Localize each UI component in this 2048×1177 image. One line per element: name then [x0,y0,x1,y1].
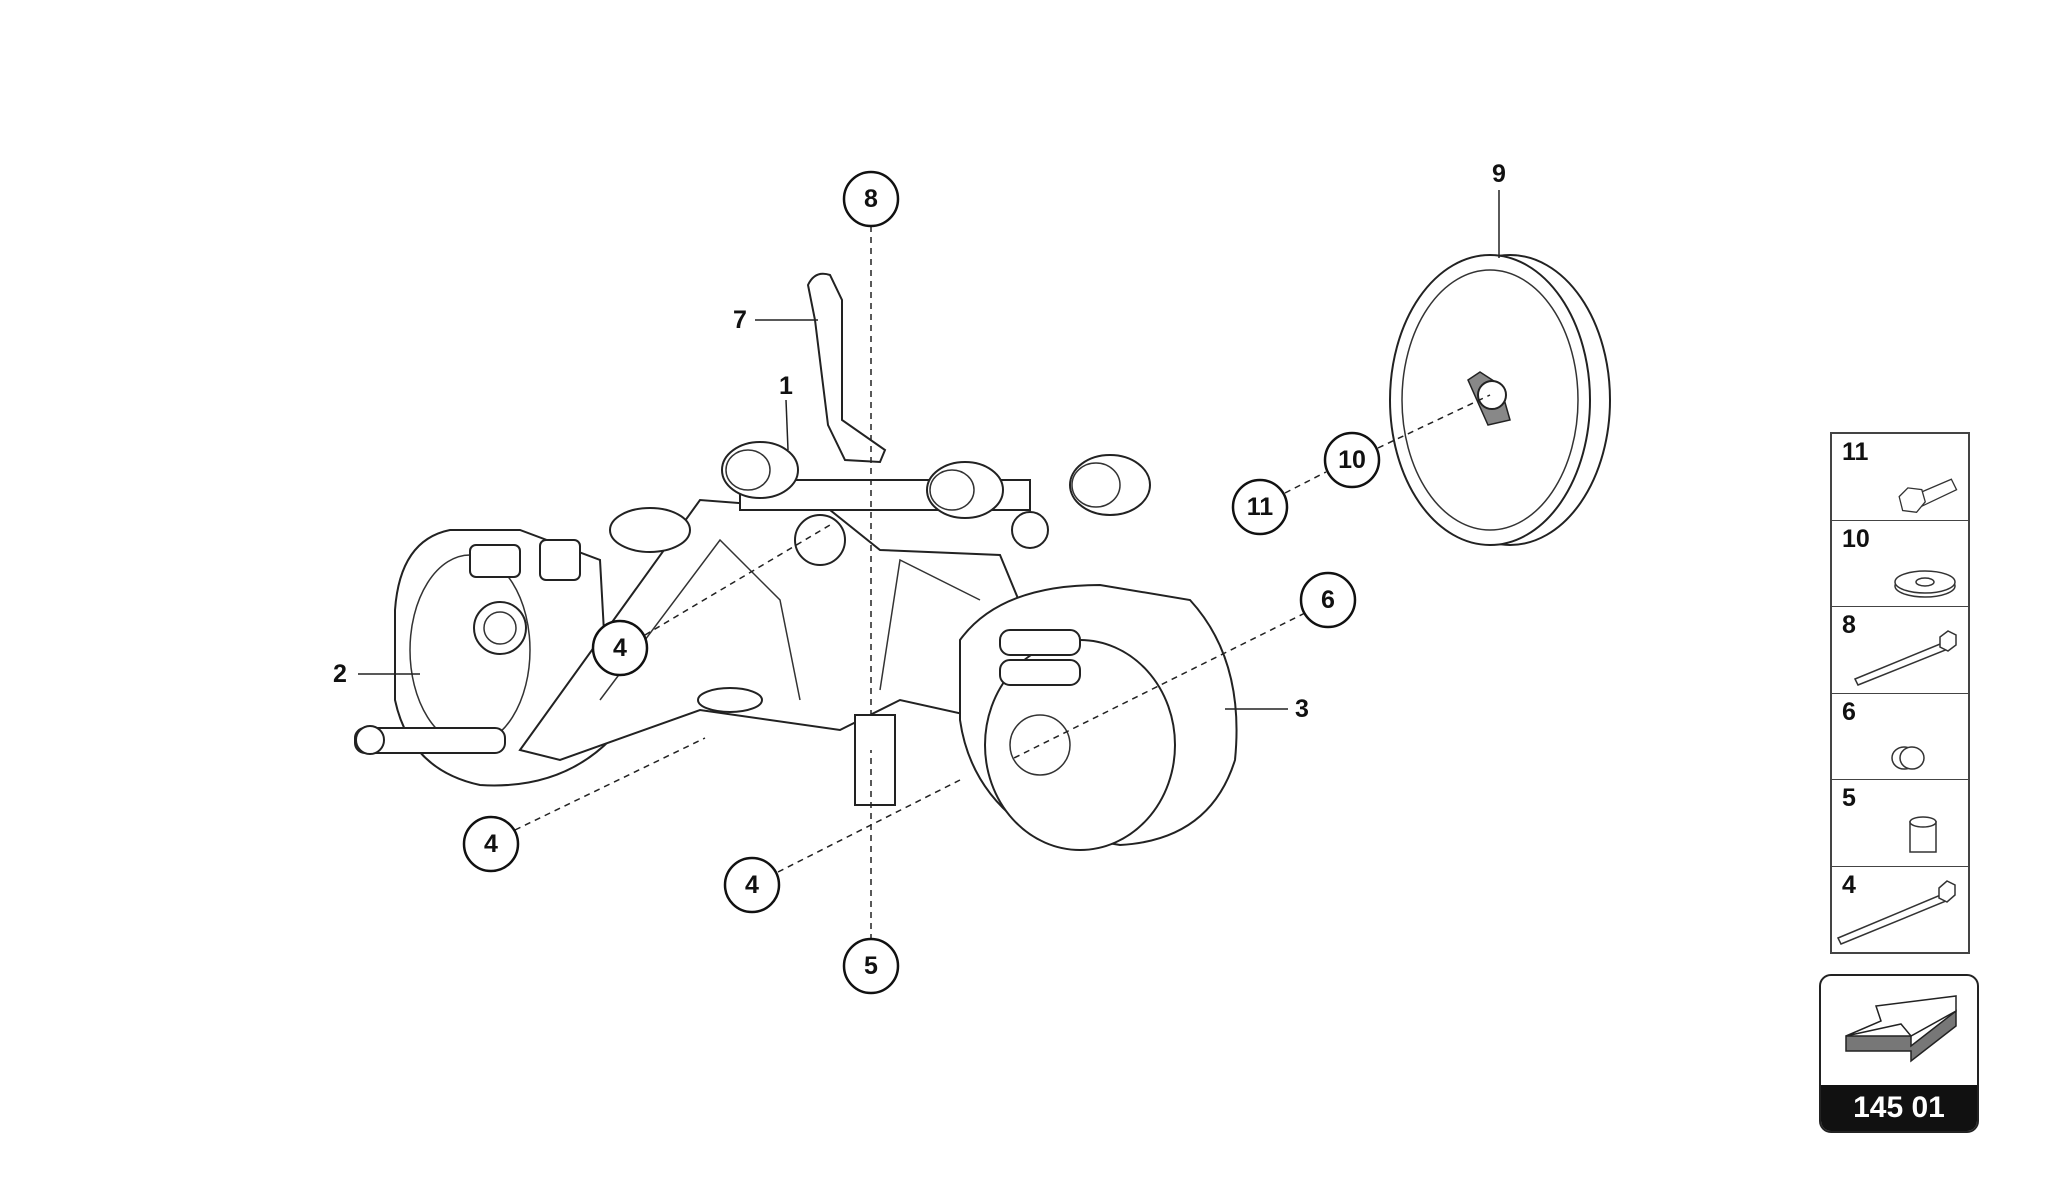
idler-rollers-drawing [721,441,1151,519]
callout-4b[interactable]: 4 [462,815,520,873]
svg-text:1: 1 [779,372,793,400]
callout-7[interactable]: 7 [733,306,747,334]
svg-text:4: 4 [484,830,498,858]
svg-text:4: 4 [745,871,759,899]
callout-1[interactable]: 1 [779,372,793,400]
next-page-navigation-button[interactable]: 145 01 [1819,974,1979,1133]
svg-text:8: 8 [864,185,878,213]
svg-text:3: 3 [1295,695,1309,723]
bracket-drawing [518,498,1062,806]
callout-9[interactable]: 9 [1492,160,1506,188]
legend-number: 10 [1842,524,1870,553]
legend-item-11[interactable]: 11 [1832,434,1968,521]
leader-line-1 [785,399,789,451]
callout-6[interactable]: 6 [1299,571,1357,629]
callout-4c[interactable]: 4 [723,856,781,914]
svg-text:9: 9 [1492,160,1506,188]
alternator-drawing [959,583,1238,851]
svg-text:11: 11 [1247,493,1274,521]
callout-5[interactable]: 5 [842,937,900,995]
legend-number: 4 [1842,870,1856,899]
leader-line-4c [777,779,961,873]
callout-8[interactable]: 8 [842,170,900,228]
parts-legend: 11 10 8 6 5 4 [1830,432,1970,954]
legend-item-4[interactable]: 4 [1832,867,1968,953]
arrow-3d-icon [1845,995,1957,1063]
legend-item-10[interactable]: 10 [1832,521,1968,607]
leader-line-11 [1284,471,1327,494]
long-bolt-icon [1853,629,1957,686]
svg-text:2: 2 [333,660,347,688]
callout-2[interactable]: 2 [333,660,347,688]
pulley-drawing [1389,254,1611,546]
support-bracket-drawing [806,272,887,464]
washer-icon [1894,570,1956,598]
legend-number: 6 [1842,697,1856,726]
leader-line-10 [1377,394,1491,449]
svg-text:6: 6 [1321,586,1335,614]
svg-text:7: 7 [733,306,747,334]
legend-item-5[interactable]: 5 [1832,780,1968,867]
svg-text:4: 4 [613,634,627,662]
bushing-icon [1909,815,1937,853]
leader-line-4b [514,737,706,831]
callout-3[interactable]: 3 [1295,695,1309,723]
legend-number: 11 [1842,438,1869,466]
callout-11[interactable]: 11 [1231,478,1289,536]
legend-number: 8 [1842,611,1856,639]
page-code: 145 01 [1821,1085,1977,1131]
flange-bolt-short-icon [1898,477,1958,513]
long-bolt-icon [1836,880,1956,945]
legend-number: 5 [1842,784,1856,812]
legend-item-6[interactable]: 6 [1832,694,1968,780]
leader-line-4a [644,524,831,636]
legend-item-8[interactable]: 8 [1832,607,1968,694]
sleeve-icon [1891,746,1925,770]
callout-4a[interactable]: 4 [591,619,649,677]
svg-text:5: 5 [864,952,878,980]
callout-10[interactable]: 10 [1323,431,1381,489]
svg-text:10: 10 [1338,446,1366,474]
